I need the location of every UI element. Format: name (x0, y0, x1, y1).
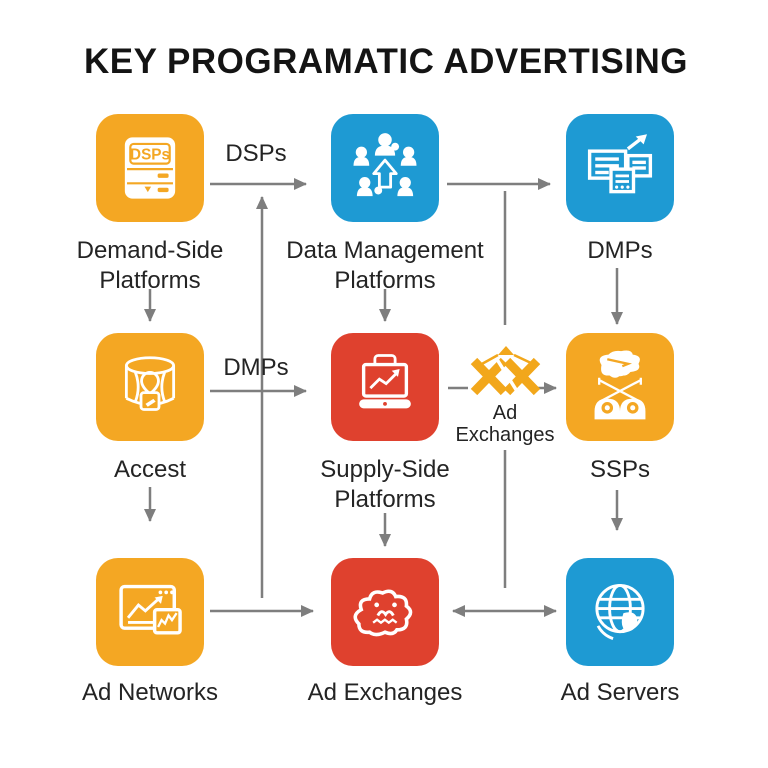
tile-ssps (566, 333, 674, 441)
tile-ad-exchanges (331, 558, 439, 666)
tile-ad-networks (96, 558, 204, 666)
laptop-chart-icon (359, 354, 411, 409)
label-ad-networks: Ad Networks (81, 679, 219, 706)
tile-accest (96, 333, 204, 441)
label-ad-servers: Ad Servers (560, 679, 680, 706)
tile-demand-side-platforms: DSPs (96, 114, 204, 222)
dsps-badge-text: DSPs (130, 146, 170, 163)
screens-growth-icon (587, 134, 653, 194)
tile-ad-servers (566, 558, 674, 666)
gold-x-monogram-icon (470, 346, 541, 397)
globe-icon (595, 583, 645, 640)
connector-label-dsps: DSPs (225, 140, 287, 167)
tile-data-management-platforms (331, 114, 439, 222)
label-accest: Accest (113, 456, 187, 483)
label-demand-side-platforms: Demand-Side Platforms (76, 237, 224, 294)
connector-label-dmps: DMPs (223, 354, 289, 381)
dsps-server-icon: DSPs (124, 137, 176, 199)
label-ssps: SSPs (589, 456, 651, 483)
people-network-icon (353, 133, 417, 197)
label-hub-ad-exchanges: Ad Exchanges (455, 402, 555, 446)
label-dmps: DMPs (587, 237, 653, 264)
tile-supply-side-platforms (331, 333, 439, 441)
tile-dmps (566, 114, 674, 222)
page-title: KEY PROGRAMATIC ADVERTISING (84, 42, 689, 81)
label-data-management-platforms: Data Management Platforms (286, 237, 484, 294)
cloud-face-icon (353, 589, 413, 637)
database-pin-icon (124, 356, 176, 411)
browser-analytics-icon (119, 584, 182, 635)
cloud-agents-icon (594, 350, 646, 420)
label-ad-exchanges: Ad Exchanges (307, 679, 463, 706)
label-supply-side-platforms: Supply-Side Platforms (320, 456, 450, 513)
